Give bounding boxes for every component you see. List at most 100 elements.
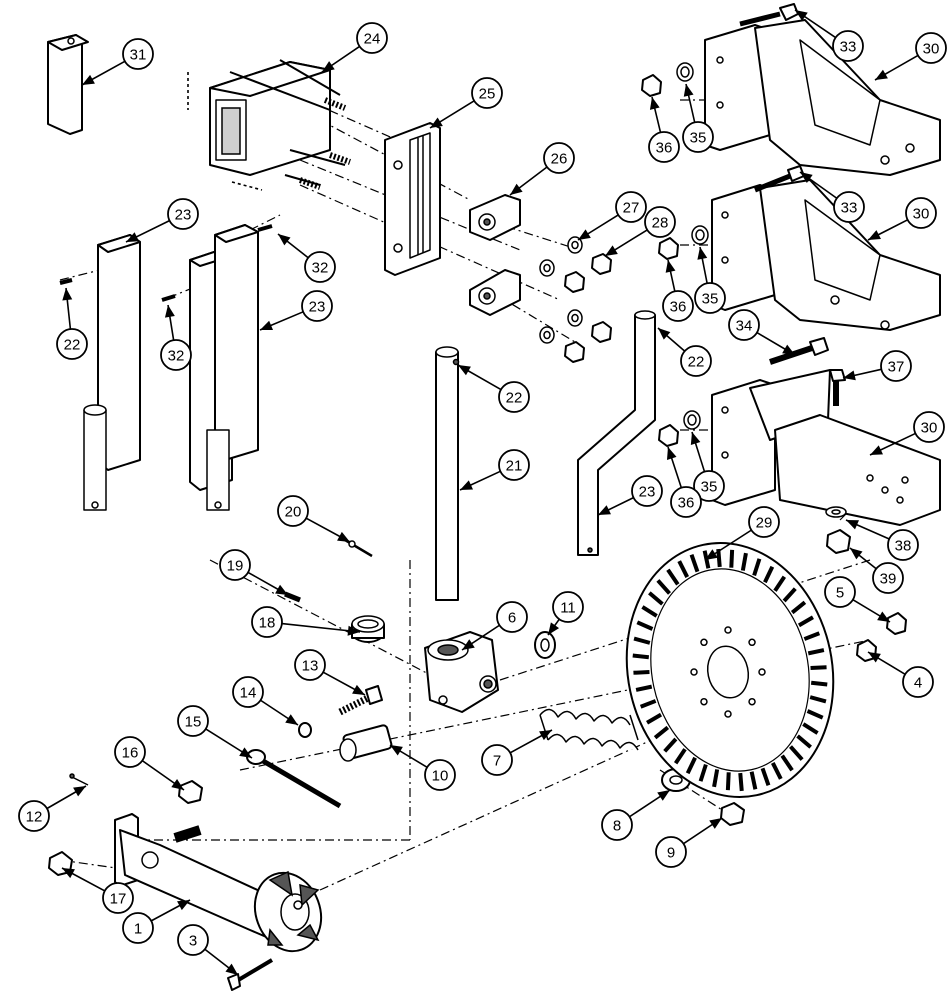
callout-arrowhead	[850, 548, 863, 560]
part-30-mount-bracket-middle	[711, 179, 941, 331]
callout-number: 30	[921, 420, 938, 437]
disc-slot	[646, 712, 663, 725]
callout-number: 35	[702, 291, 719, 308]
callout-arrowhead	[164, 305, 175, 318]
callout-arrowhead	[390, 745, 403, 756]
disc-slot	[802, 722, 819, 735]
disc-slot	[803, 631, 821, 641]
callout-number: 10	[432, 768, 449, 785]
callout-circle	[424, 759, 456, 791]
callout-arrowhead	[177, 900, 190, 911]
callout-number: 11	[560, 600, 576, 617]
callout-1: 1	[122, 899, 191, 944]
part-23-bent-arm	[577, 310, 656, 556]
callout-36: 36	[666, 446, 702, 518]
disc-slot	[673, 748, 687, 765]
disc-slot	[689, 554, 700, 573]
callout-arrowhead	[868, 652, 881, 663]
callout-arrowhead	[260, 320, 273, 330]
callout-arrowhead	[578, 229, 591, 240]
disc-slot	[738, 772, 744, 792]
callout-circle	[498, 449, 530, 481]
callout-8: 8	[601, 789, 671, 841]
callout-arrowhead	[649, 97, 660, 110]
disc-slot	[663, 737, 678, 753]
callout-circle	[902, 666, 934, 698]
callout-circle	[294, 649, 326, 681]
callout-24: 24	[321, 22, 388, 73]
callout-number: 39	[880, 571, 897, 588]
disc-slot	[636, 620, 654, 631]
disc-bolt-hole	[700, 697, 708, 706]
callout-number: 15	[185, 714, 202, 731]
callout-circle	[160, 339, 192, 371]
disc-slot	[752, 558, 762, 577]
callout-circle	[277, 495, 309, 527]
callout-number: 30	[913, 206, 930, 223]
callout-arrowhead	[782, 344, 795, 355]
callout-arrowhead	[510, 183, 523, 195]
callout-23: 23	[125, 198, 199, 243]
callout-number: 26	[551, 151, 568, 168]
callout-number: 22	[688, 354, 705, 371]
disc-slot	[677, 560, 689, 578]
disc-slot	[698, 763, 708, 782]
callout-arrowhead	[800, 172, 813, 184]
part-7-spring	[539, 708, 639, 751]
callout-arrowhead	[875, 69, 888, 80]
callout-arrowhead	[598, 505, 611, 515]
callout-14: 14	[232, 676, 299, 726]
callout-number: 12	[26, 809, 43, 826]
callout-33: 33	[799, 171, 865, 223]
callout-arrowhead	[539, 730, 552, 741]
callout-number: 35	[701, 479, 718, 496]
callout-number: 32	[312, 260, 329, 277]
callout-15: 15	[177, 705, 253, 759]
callout-circle	[915, 32, 947, 64]
part-30-mount-bracket-bottom	[711, 369, 941, 526]
callout-10: 10	[389, 744, 456, 791]
part-13-14-10-15-16-bolts	[178, 685, 393, 809]
callout-circle	[615, 191, 647, 223]
disc-slot	[633, 669, 650, 675]
callout-number: 23	[639, 484, 656, 501]
callout-arrowhead	[870, 445, 883, 455]
callout-16: 16	[114, 736, 185, 791]
callout-number: 4	[914, 675, 922, 692]
callout-number: 20	[285, 504, 302, 521]
callout-number: 3	[189, 933, 197, 950]
callout-arrowhead	[239, 747, 252, 758]
part-23-legs	[59, 224, 273, 511]
callout-number: 16	[122, 745, 139, 762]
callout-29: 29	[704, 506, 780, 561]
callout-9: 9	[655, 817, 723, 868]
callout-7: 7	[481, 729, 553, 776]
callout-arrowhead	[460, 480, 473, 490]
callout-circle	[694, 282, 726, 314]
part-31-bracket	[47, 34, 89, 135]
disc-bolt-hole	[724, 710, 732, 718]
callout-30: 30	[867, 197, 937, 241]
callout-arrowhead	[322, 61, 335, 72]
callout-30: 30	[874, 32, 947, 81]
disc-slot	[763, 565, 775, 584]
callout-number: 21	[506, 458, 523, 475]
callout-arrowhead	[697, 247, 708, 260]
callout-25: 25	[429, 77, 503, 129]
callout-number: 22	[506, 390, 523, 407]
callout-arrowhead	[275, 584, 288, 595]
callout-number: 23	[175, 207, 192, 224]
callout-number: 8	[613, 818, 621, 835]
callout-39: 39	[849, 547, 904, 594]
callout-circle	[552, 591, 584, 623]
callout-arrowhead	[285, 714, 298, 725]
disc-slot	[648, 591, 664, 606]
disc-slot	[780, 754, 794, 772]
callout-circle	[114, 736, 146, 768]
callout-circle	[122, 912, 154, 944]
callout-circle	[56, 328, 88, 360]
disc-slot	[789, 745, 804, 761]
callout-arrowhead	[868, 230, 881, 240]
callout-number: 5	[836, 585, 844, 602]
disc-bolt-hole	[690, 668, 698, 676]
